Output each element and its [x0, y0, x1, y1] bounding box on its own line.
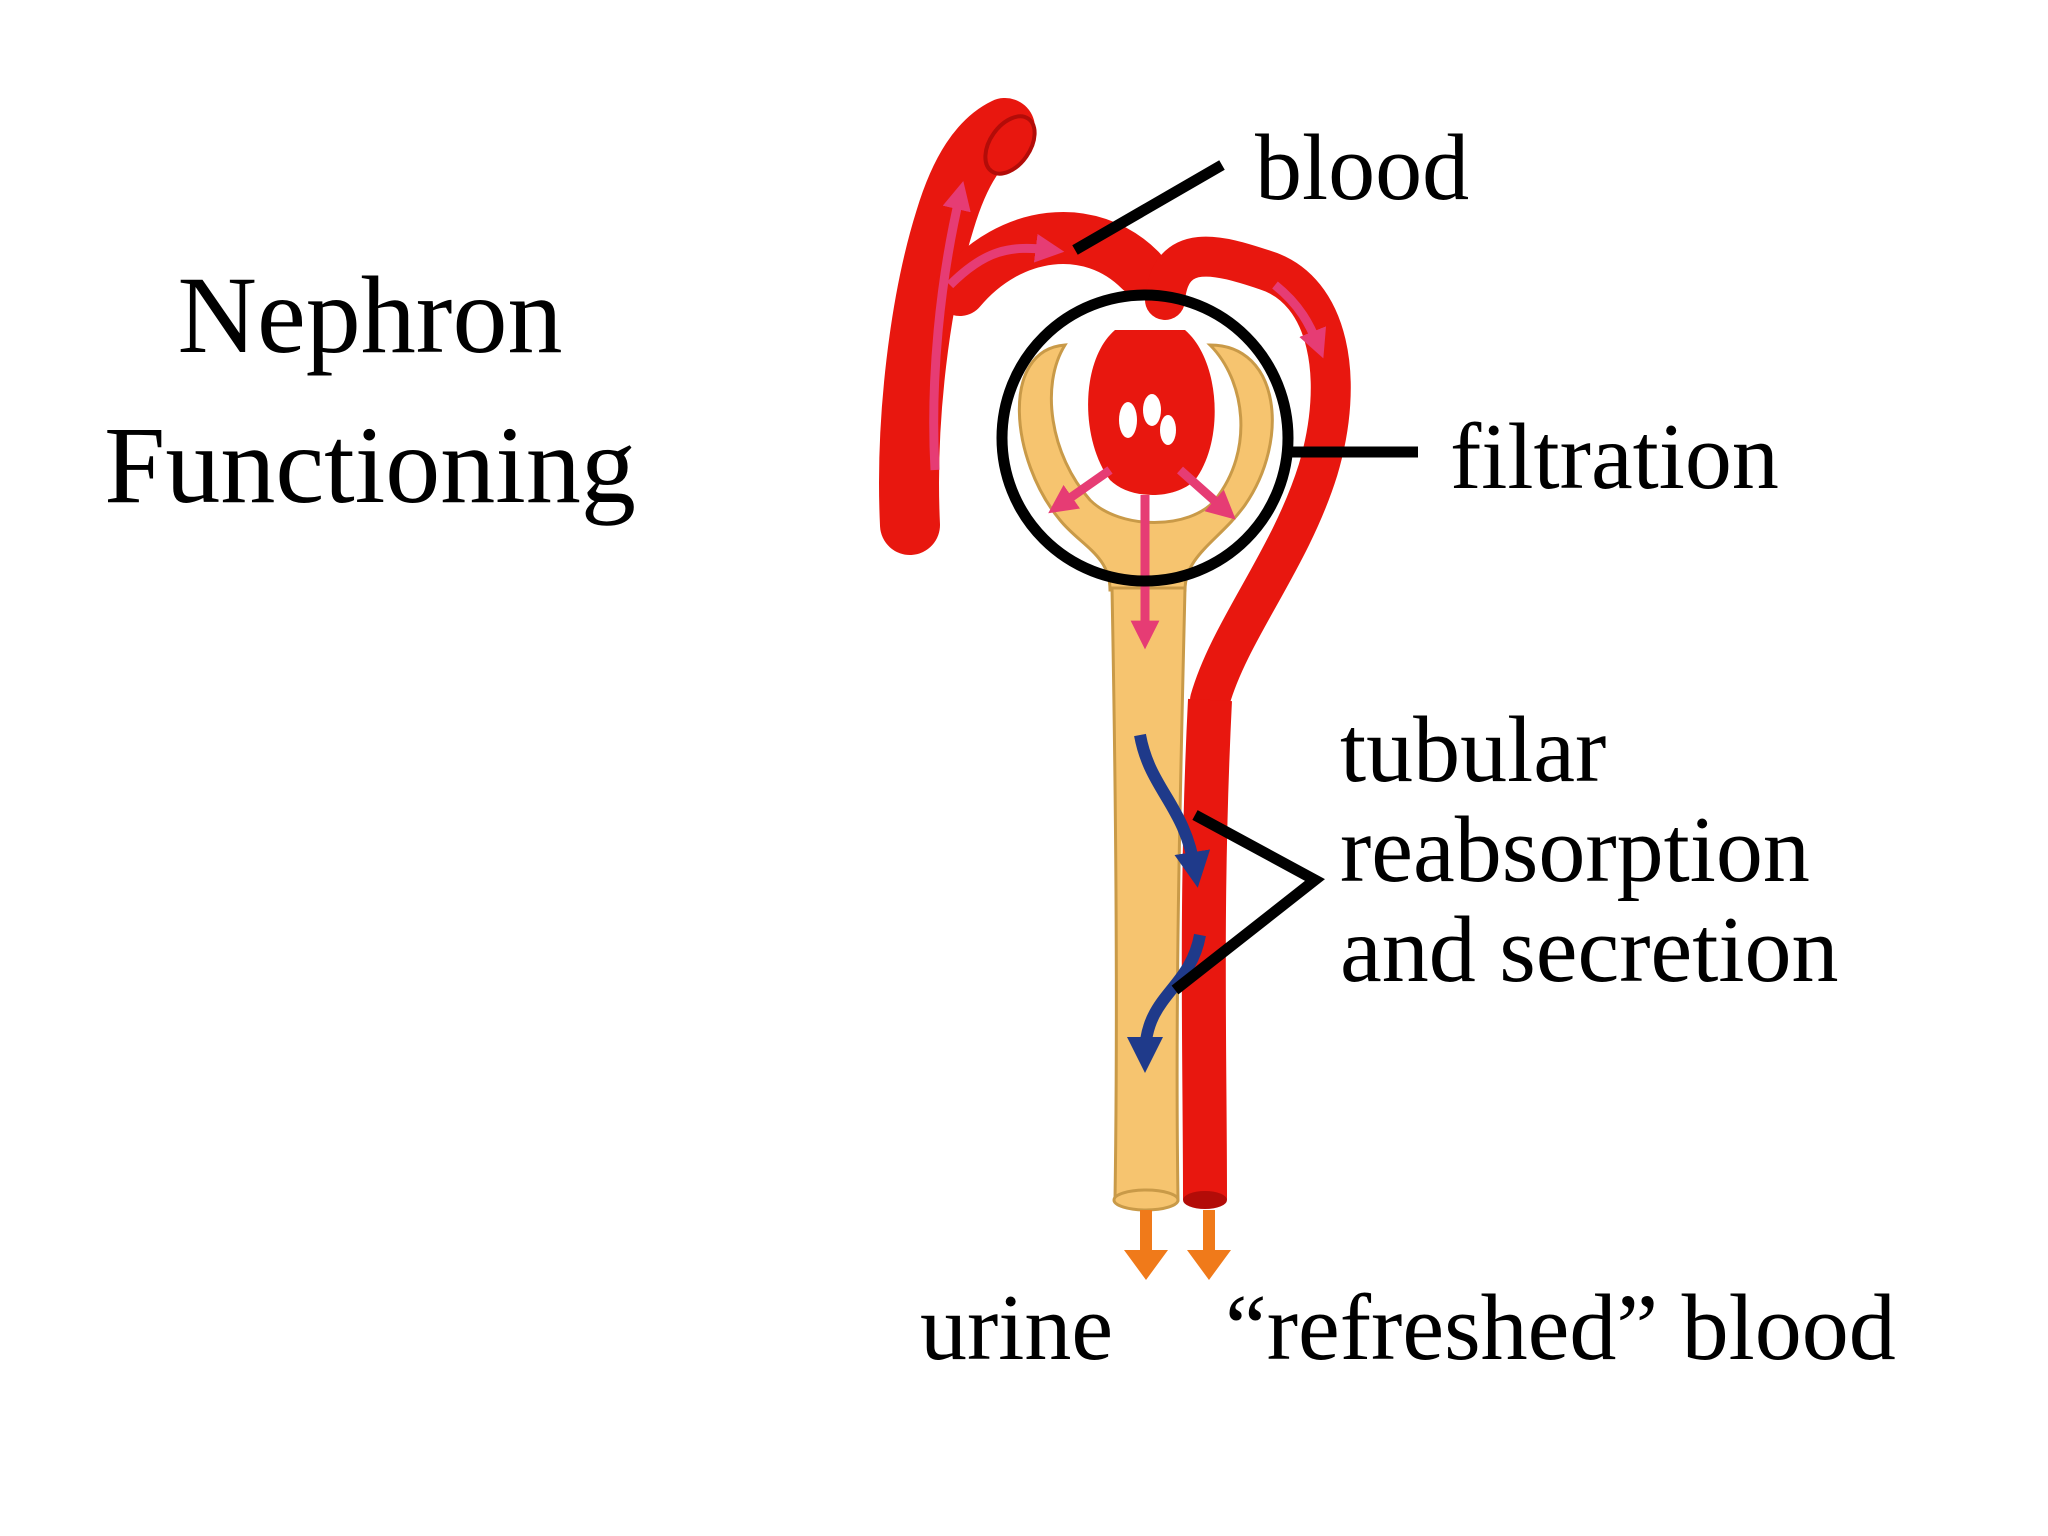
tubule-outlet: [1112, 1188, 1180, 1212]
blood-flow-arrow: [1272, 281, 1327, 359]
capillary-outlet: [1183, 1191, 1227, 1209]
blood-flow-arrow: [929, 180, 971, 471]
glomerulus-hole: [1143, 394, 1161, 426]
title-line-2: Functioning: [104, 404, 636, 526]
blood-output-arrow: [1187, 1210, 1231, 1280]
filtration-arrow: [1048, 466, 1113, 514]
peritubular-capillary: [1181, 698, 1232, 1201]
filtration-arrow: [1177, 466, 1236, 520]
blood-leader-line: [1072, 160, 1225, 255]
glomerulus-hole: [1160, 415, 1176, 445]
blood-label: blood: [1255, 116, 1470, 220]
tubular-label-line-1: tubular: [1340, 698, 1607, 802]
filtration-label: filtration: [1450, 405, 1779, 509]
afferent-arteriole: [879, 98, 1035, 555]
diagram-title: Nephron Functioning: [20, 240, 720, 540]
filtration-highlight-circle: [996, 289, 1294, 587]
blood-flow-arrow: [946, 233, 1065, 289]
tubular-label-line-3: and secretion: [1340, 898, 1839, 1002]
secretion-arrow: [1127, 933, 1206, 1073]
renal-tubule: [1110, 586, 1187, 1202]
reabsorption-arrow: [1134, 733, 1211, 888]
glomerulus-hole: [1119, 402, 1137, 438]
urine-label: urine: [920, 1276, 1114, 1380]
tubular-label-line-2: reabsorption: [1340, 798, 1810, 902]
efferent-arteriole: [1145, 236, 1351, 720]
urine-output-arrow: [1124, 1210, 1168, 1280]
refreshed-blood-label: “refreshed” blood: [1225, 1276, 1896, 1380]
afferent-arteriole-opening: [983, 114, 1037, 176]
bowmans-capsule: [1017, 343, 1274, 592]
tubular-leader-lines: [1171, 810, 1325, 995]
title-line-1: Nephron: [177, 254, 563, 376]
